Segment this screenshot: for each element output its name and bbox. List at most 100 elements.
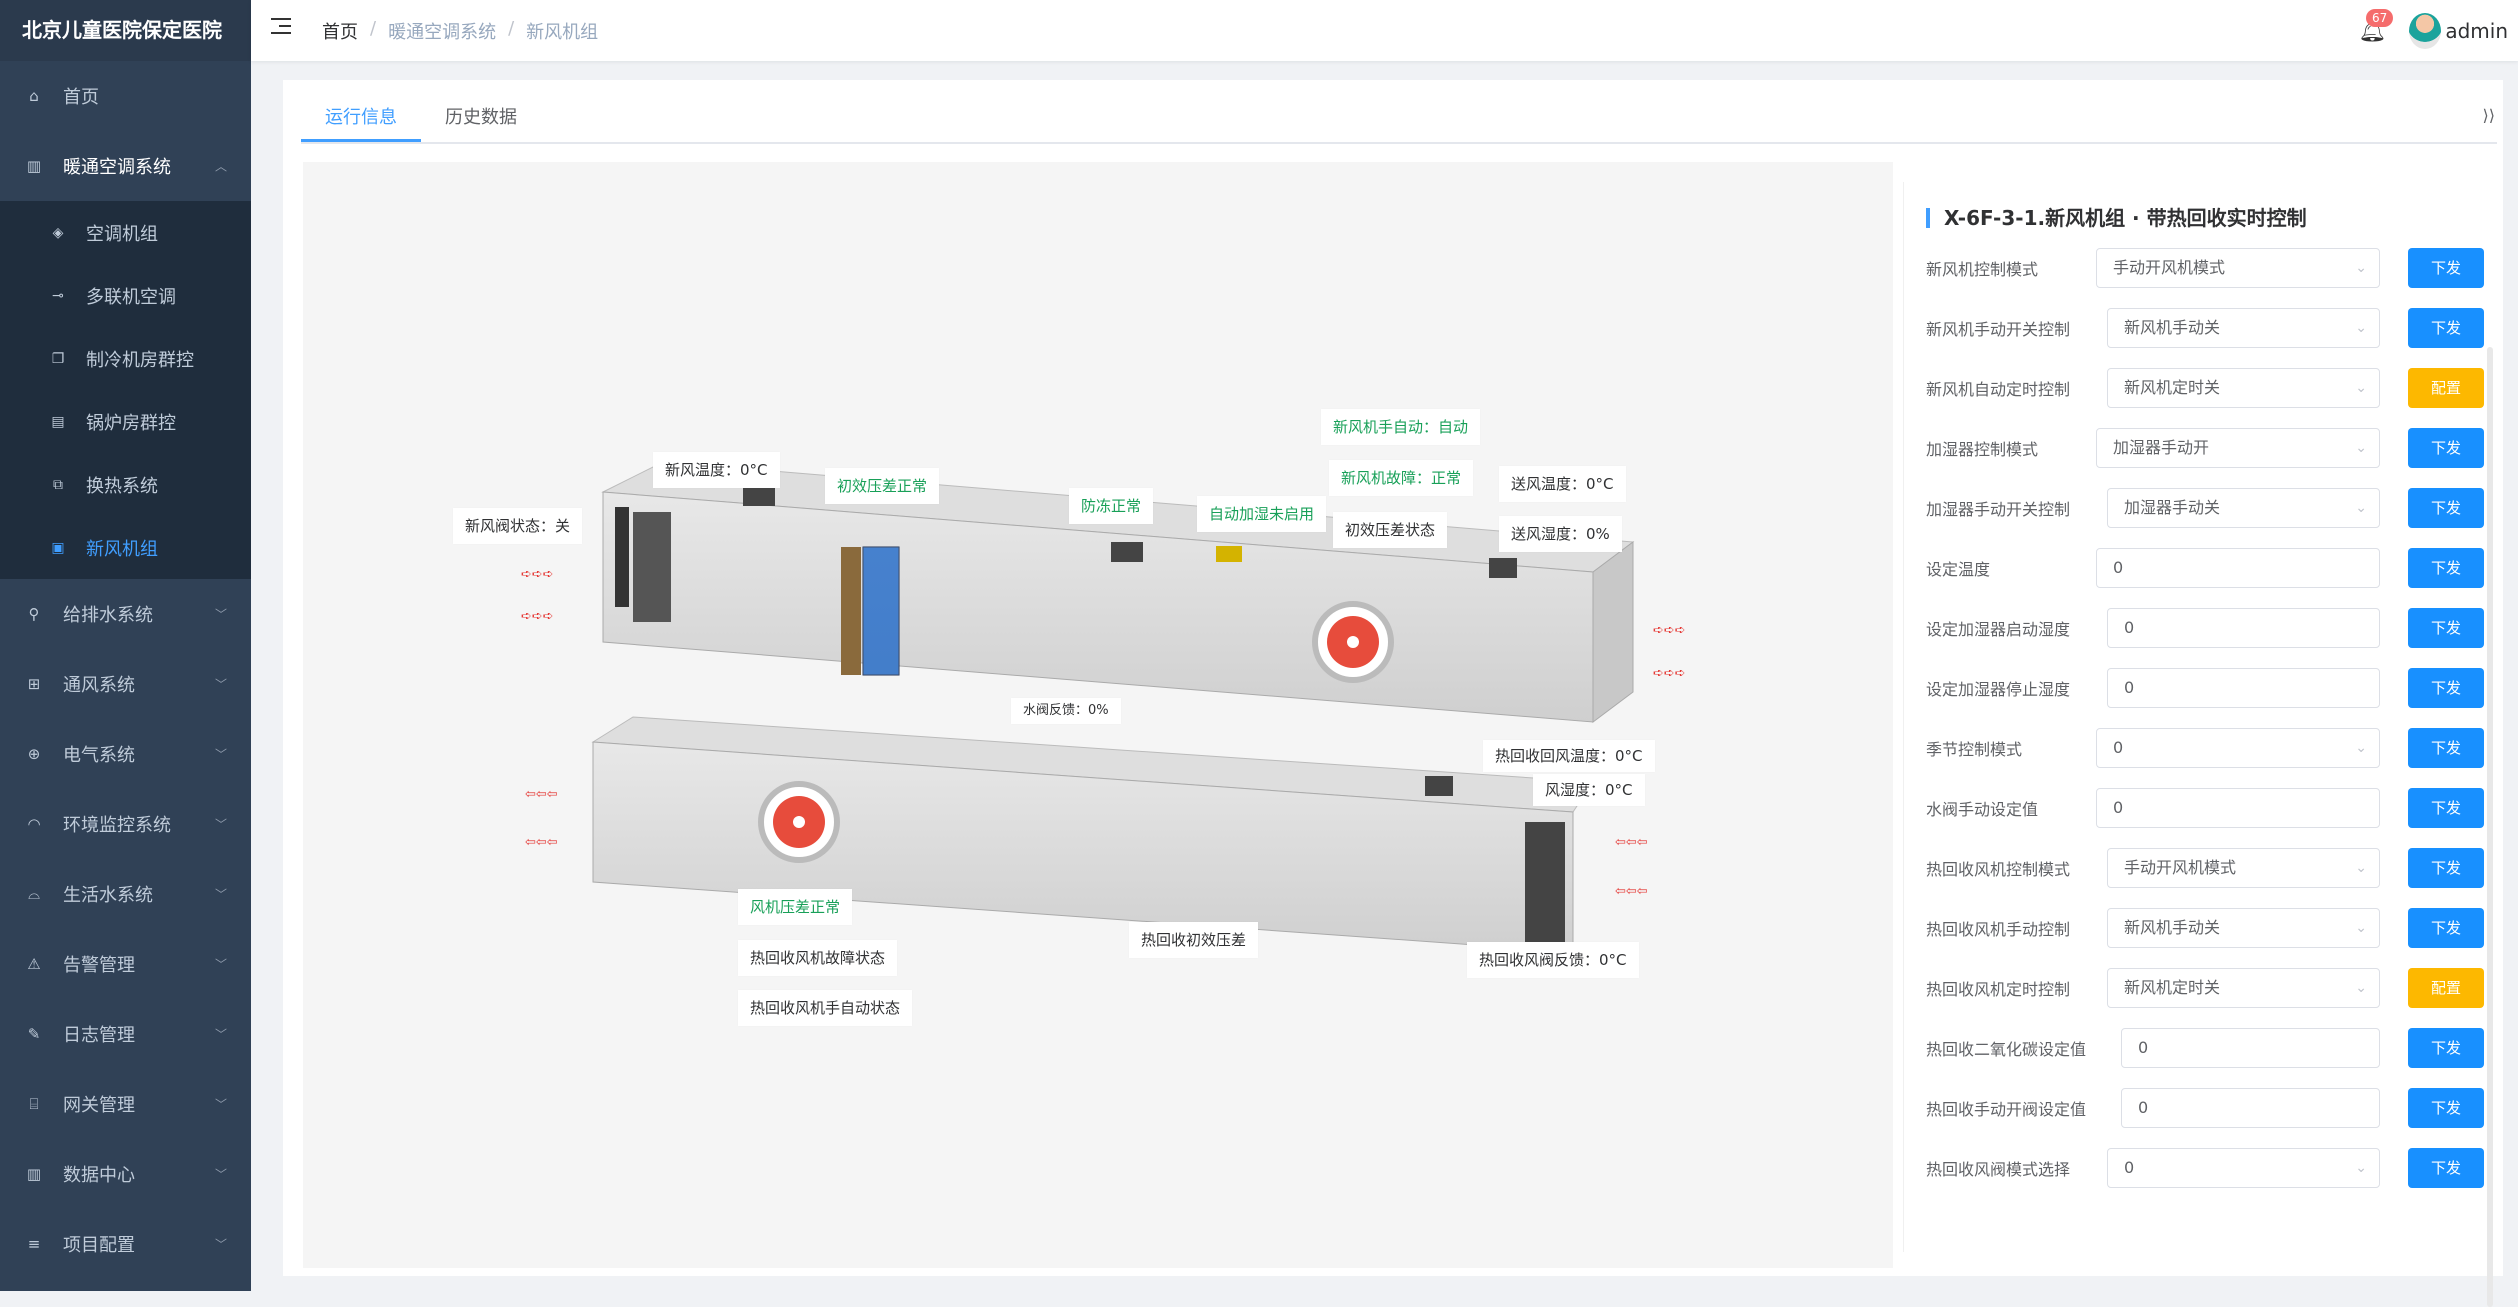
sidebar-item-gateway[interactable]: ⌸网关管理﹀	[0, 1069, 251, 1139]
avatar[interactable]	[2409, 13, 2442, 49]
supply-temp: 送风温度：0°C	[1499, 466, 1626, 502]
control-select[interactable]: 加湿器手动开⌄	[2096, 428, 2380, 468]
sidebar-item-boiler[interactable]: ▤锅炉房群控	[0, 390, 251, 453]
sidebar-item-alarm[interactable]: ⚠告警管理﹀	[0, 929, 251, 999]
chevron-down-icon: ⌄	[2355, 740, 2367, 756]
sidebar-item-ventilation[interactable]: ⊞通风系统﹀	[0, 649, 251, 719]
sidebar-item-data[interactable]: ▥ 数据中心 ﹀	[0, 1139, 251, 1209]
send-button[interactable]: 下发	[2408, 548, 2484, 588]
send-button[interactable]: 下发	[2408, 488, 2484, 528]
send-button[interactable]: 下发	[2408, 908, 2484, 948]
return-fan	[758, 781, 840, 863]
svg-text:⇦⇦⇦: ⇦⇦⇦	[525, 835, 558, 850]
sidebar-item-label: 环境监控系统	[63, 815, 171, 836]
gauge-icon: ◠	[27, 815, 41, 833]
control-input[interactable]: 0	[2107, 608, 2380, 648]
control-select[interactable]: 新风机手动关⌄	[2107, 908, 2380, 948]
collapse-icon[interactable]: ⟩⟩	[2482, 106, 2495, 125]
send-button[interactable]: 下发	[2408, 1028, 2484, 1068]
control-select[interactable]: 新风机手动关⌄	[2107, 308, 2380, 348]
breadcrumb-hvac: 暖通空调系统	[388, 22, 497, 43]
sidebar-item-hvac[interactable]: ▥ 暖通空调系统 ︿	[0, 131, 251, 201]
sidebar-item-project[interactable]: ≡项目配置﹀	[0, 1209, 251, 1279]
control-value: 新风机定时关	[2124, 978, 2221, 997]
send-button[interactable]: 下发	[2408, 788, 2484, 828]
hr-fan-hand-auto: 热回收风机手自动状态	[738, 990, 913, 1026]
chevron-down-icon: ﹀	[214, 677, 227, 692]
control-select[interactable]: 0⌄	[2096, 728, 2380, 768]
username[interactable]: admin	[2445, 19, 2508, 43]
control-input[interactable]: 0	[2096, 548, 2380, 588]
sidebar-item-env[interactable]: ◠环境监控系统﹀	[0, 789, 251, 859]
svg-text:➪➪➪: ➪➪➪	[1653, 666, 1686, 681]
breadcrumb-home[interactable]: 首页	[322, 22, 358, 43]
send-button[interactable]: 下发	[2408, 308, 2484, 348]
sidebar-item-domestic-water[interactable]: ⌓生活水系统﹀	[0, 859, 251, 929]
send-button[interactable]: 下发	[2408, 1088, 2484, 1128]
chevron-down-icon: ⌄	[2355, 380, 2367, 396]
control-input[interactable]: 0	[2121, 1088, 2380, 1128]
sidebar-item-log[interactable]: ✎日志管理﹀	[0, 999, 251, 1069]
sidebar-item-label: 空调机组	[86, 223, 158, 245]
svg-text:⇦⇦⇦: ⇦⇦⇦	[1615, 835, 1648, 850]
control-select[interactable]: 新风机定时关⌄	[2107, 968, 2380, 1008]
hamburger-icon[interactable]	[271, 18, 291, 38]
sidebar-item-electric[interactable]: ⊕电气系统﹀	[0, 719, 251, 789]
send-button[interactable]: 下发	[2408, 668, 2484, 708]
send-button[interactable]: 下发	[2408, 428, 2484, 468]
control-value: 新风机手动关	[2124, 918, 2221, 937]
control-label: 季节控制模式	[1926, 740, 2023, 759]
control-select[interactable]: 手动开风机模式⌄	[2096, 248, 2380, 288]
control-select[interactable]: 新风机定时关⌄	[2107, 368, 2380, 408]
sidebar-item-label: 通风系统	[63, 675, 135, 696]
sidebar-item-heat-exchange[interactable]: ⧉换热系统	[0, 453, 251, 516]
control-row: 热回收风机手动控制 新风机手动关⌄ 下发	[1926, 908, 2484, 948]
control-input[interactable]: 0	[2107, 668, 2380, 708]
control-value: 0	[2138, 1038, 2149, 1057]
airflow-arrows: ➪➪➪➪➪➪ ➪➪➪➪➪➪ ⇦⇦⇦⇦⇦⇦ ⇦⇦⇦⇦⇦⇦	[521, 567, 1686, 899]
control-value: 手动开风机模式	[2124, 858, 2237, 877]
svg-text:➪➪➪: ➪➪➪	[521, 567, 554, 582]
chevron-down-icon: ⌄	[2355, 440, 2367, 456]
sidebar-item-vrf[interactable]: ⊸多联机空调	[0, 264, 251, 327]
send-button[interactable]: 下发	[2408, 608, 2484, 648]
doc-icon: ▣	[51, 539, 65, 556]
svg-text:⇦⇦⇦: ⇦⇦⇦	[525, 787, 558, 802]
control-select[interactable]: 加湿器手动关⌄	[2107, 488, 2380, 528]
send-button[interactable]: 下发	[2408, 248, 2484, 288]
sidebar-item-label: 项目配置	[63, 1235, 135, 1256]
sidebar-item-label: 数据中心	[63, 1165, 135, 1186]
sidebar-item-chiller[interactable]: ❐制冷机房群控	[0, 327, 251, 390]
send-button[interactable]: 下发	[2408, 728, 2484, 768]
send-button[interactable]: 下发	[2408, 1148, 2484, 1188]
control-select[interactable]: 0⌄	[2107, 1148, 2380, 1188]
send-button[interactable]: 下发	[2408, 848, 2484, 888]
control-label: 新风机自动定时控制	[1926, 380, 2071, 399]
sidebar-item-fresh-air[interactable]: ▣新风机组	[0, 516, 251, 579]
control-row: 热回收风机控制模式手动开风机模式⌄下发	[1926, 848, 2484, 888]
tab-runtime[interactable]: 运行信息	[301, 94, 421, 142]
data-icon: ▥	[26, 1165, 42, 1183]
sidebar-item-water[interactable]: ⚲给排水系统﹀	[0, 579, 251, 649]
control-input[interactable]: 0	[2096, 788, 2380, 828]
notification-bell[interactable]: 🔔︎ 67	[2349, 9, 2395, 51]
sidebar-item-label: 网关管理	[63, 1095, 135, 1116]
chevron-down-icon: ﹀	[214, 1027, 227, 1042]
config-button[interactable]: 配置	[2408, 968, 2484, 1008]
hand-auto-status: 新风机手自动：自动	[1321, 409, 1481, 445]
chevron-down-icon: ﹀	[214, 1237, 227, 1252]
sidebar-item-home[interactable]: ⌂ 首页	[0, 61, 251, 131]
control-label: 设定加湿器停止湿度	[1926, 680, 2071, 699]
chevron-down-icon: ﹀	[214, 1167, 227, 1182]
sidebar-item-ahu[interactable]: ◈空调机组	[0, 201, 251, 264]
control-input[interactable]: 0	[2121, 1028, 2380, 1068]
sidebar-item-label: 生活水系统	[63, 885, 153, 906]
control-select[interactable]: 手动开风机模式⌄	[2107, 848, 2380, 888]
control-label: 热回收风机手动控制	[1926, 920, 2071, 939]
panel-scrollbar[interactable]	[2487, 347, 2493, 1307]
control-label: 设定加湿器启动湿度	[1926, 620, 2071, 639]
tab-history[interactable]: 历史数据	[445, 107, 517, 128]
control-row: 加湿器控制模式加湿器手动开⌄下发	[1926, 428, 2484, 468]
config-button[interactable]: 配置	[2408, 368, 2484, 408]
